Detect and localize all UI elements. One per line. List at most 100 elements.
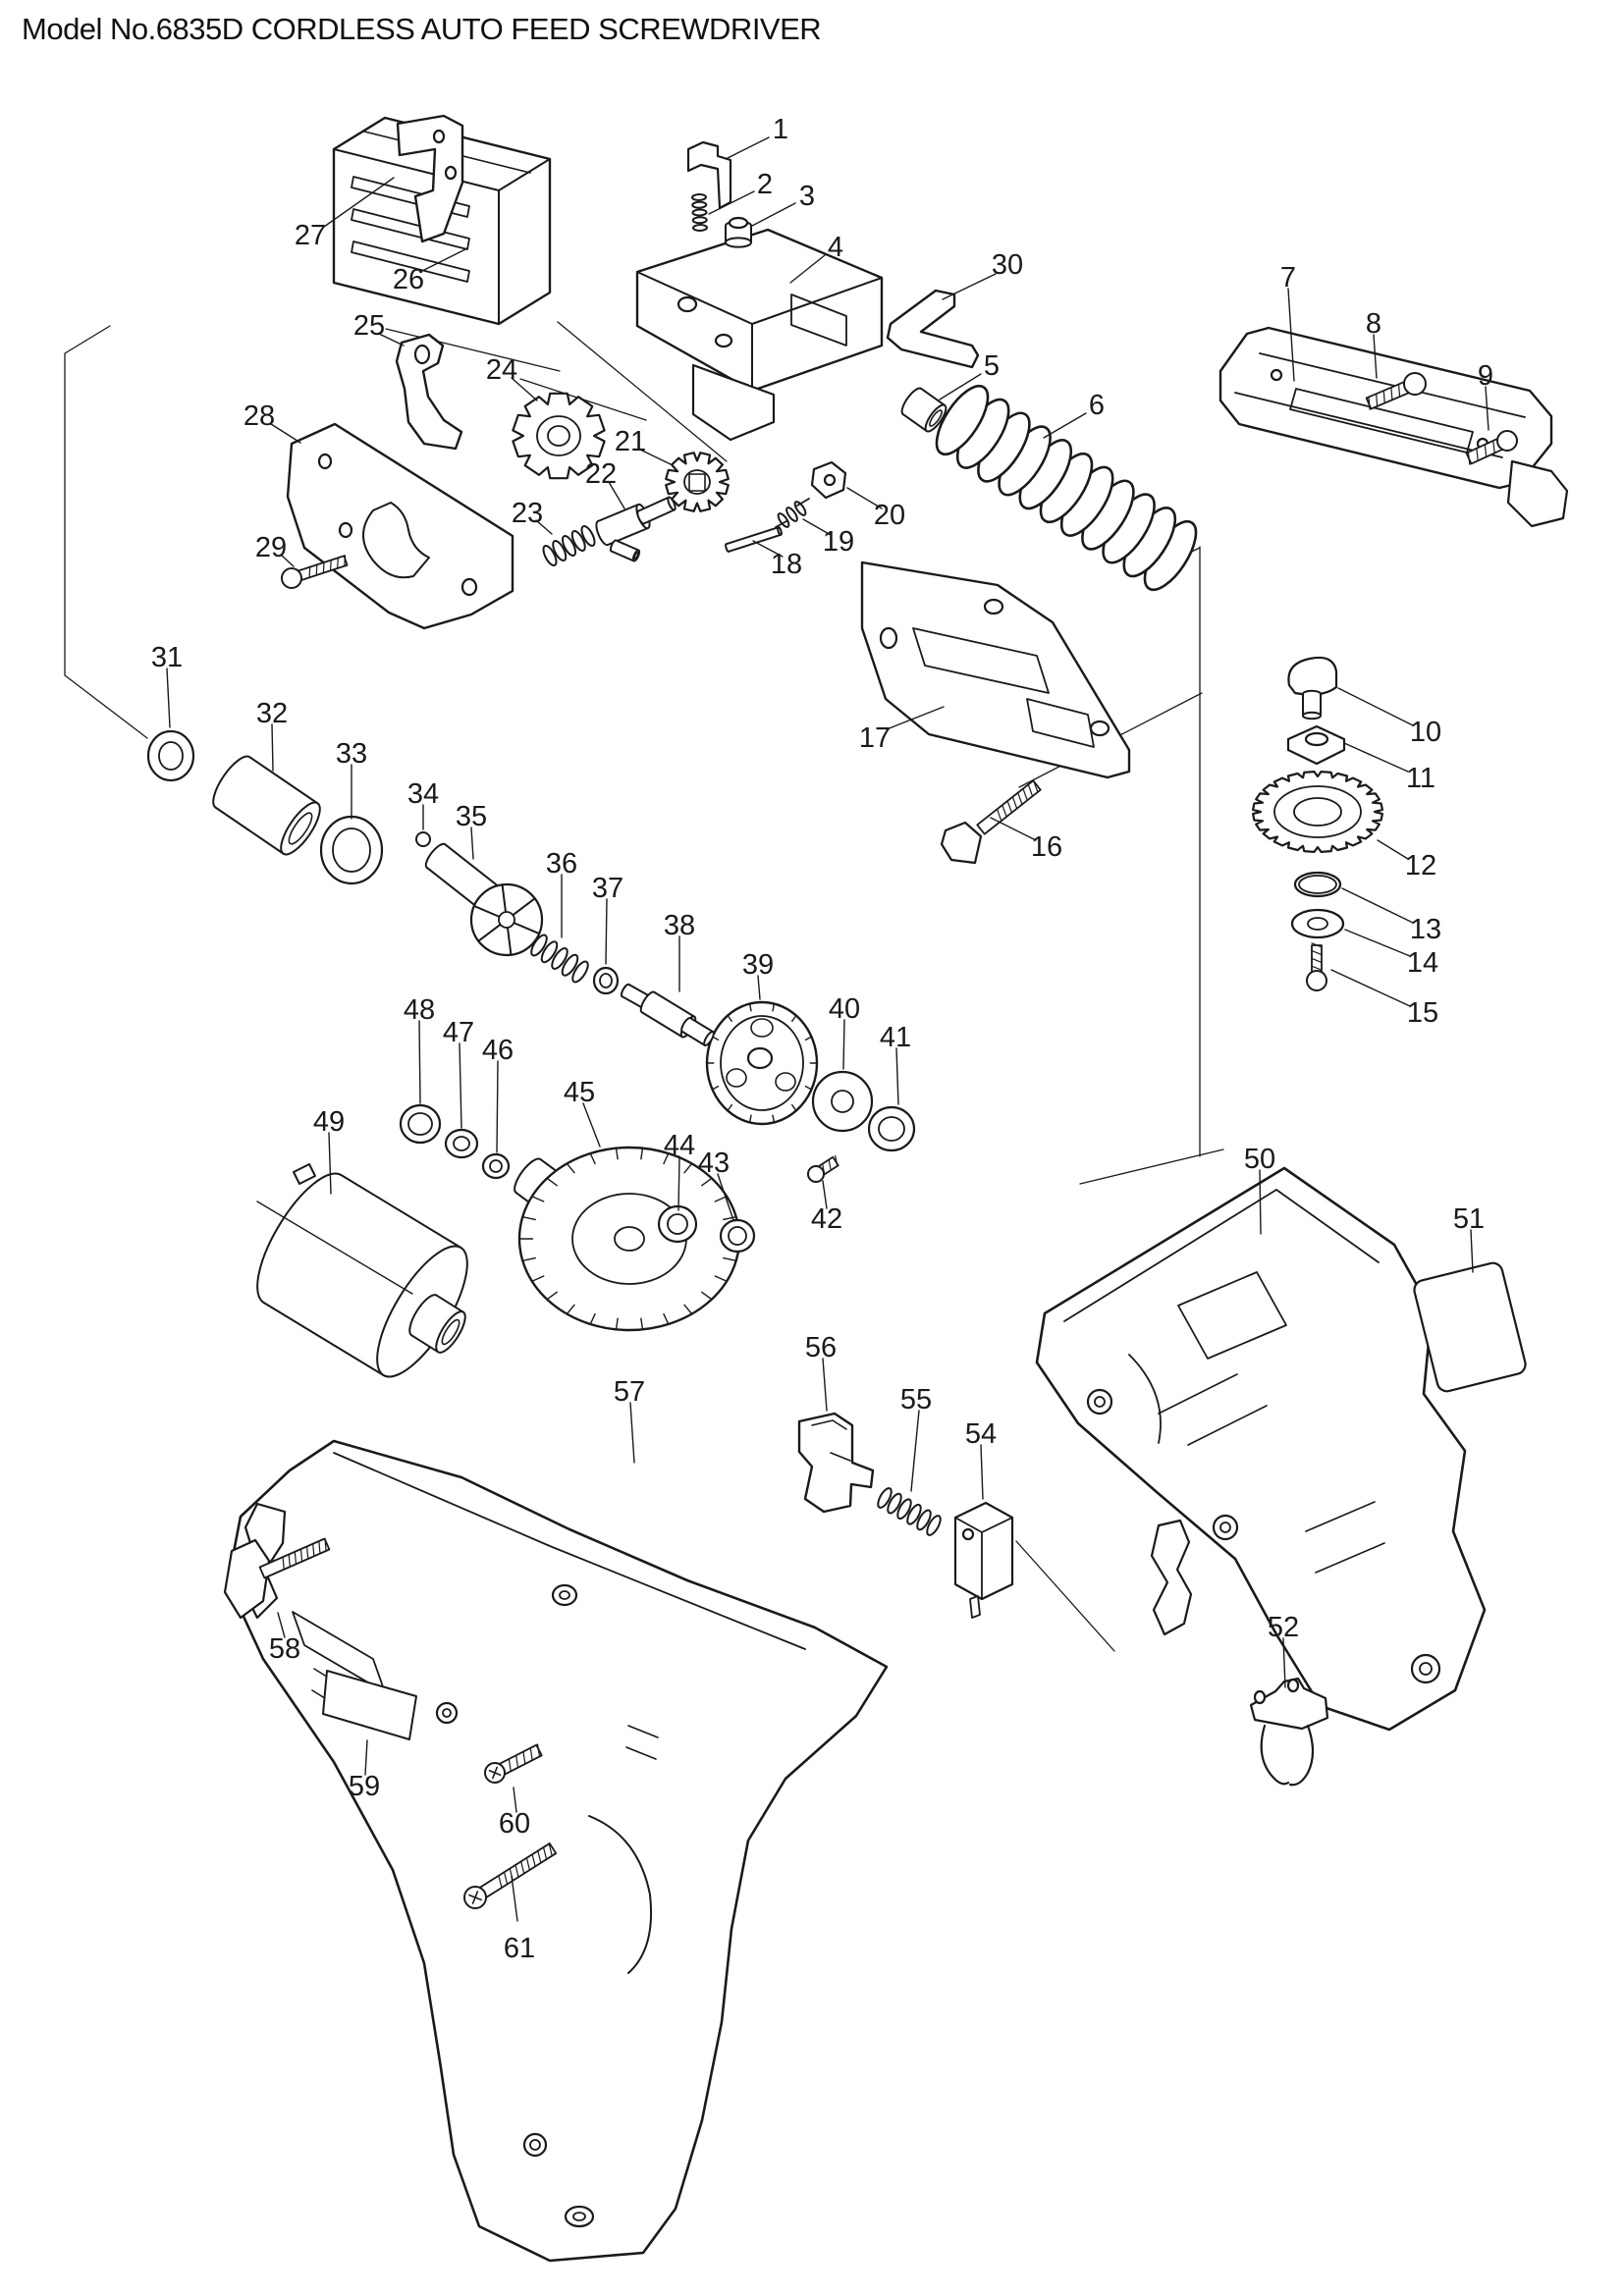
part-sketch-44 — [657, 1204, 698, 1244]
part-number: 46 — [482, 1035, 514, 1066]
part-sketch-33 — [319, 815, 384, 885]
part-sketch-50 — [1035, 1166, 1487, 1732]
part-number: 43 — [698, 1148, 730, 1179]
part-sketch-41 — [867, 1105, 916, 1152]
part-sketch-23 — [542, 524, 596, 567]
part-sketch-39 — [705, 1000, 819, 1126]
part-number: 60 — [499, 1808, 530, 1840]
part-label-29: 29 — [255, 532, 295, 567]
part-sketch-20 — [810, 460, 847, 500]
part-number: 48 — [404, 994, 435, 1026]
part-number: 19 — [823, 526, 854, 558]
part-number: 30 — [992, 249, 1023, 281]
part-label-57: 57 — [614, 1376, 645, 1464]
part-number: 8 — [1366, 308, 1381, 340]
part-number: 47 — [443, 1017, 474, 1048]
part-sketch-49 — [256, 1163, 468, 1378]
part-sketch-58 — [223, 1537, 331, 1620]
part-number: 11 — [1406, 763, 1435, 794]
part-label-41: 41 — [880, 1022, 911, 1105]
part-sketch-2 — [691, 193, 708, 232]
part-label-5: 5 — [939, 350, 1000, 400]
part-sketch-10 — [1287, 656, 1338, 721]
part-label-16: 16 — [990, 817, 1062, 863]
part-sketch-46 — [481, 1152, 511, 1180]
part-label-21: 21 — [615, 426, 672, 465]
part-label-20: 20 — [846, 487, 905, 531]
part-label-45: 45 — [564, 1077, 601, 1148]
part-label-31: 31 — [151, 642, 183, 728]
part-label-8: 8 — [1366, 308, 1381, 379]
part-label-13: 13 — [1341, 887, 1441, 945]
part-number: 37 — [592, 873, 623, 904]
part-label-51: 51 — [1453, 1203, 1485, 1273]
part-sketch-16 — [940, 779, 1042, 865]
part-sketch-38 — [620, 983, 715, 1046]
part-sketch-19 — [775, 498, 810, 528]
part-sketch-37 — [592, 966, 620, 995]
part-sketch-21 — [665, 452, 730, 512]
part-number: 5 — [984, 350, 1000, 382]
part-label-2: 2 — [708, 169, 773, 215]
part-number: 15 — [1407, 997, 1438, 1029]
part-number: 59 — [349, 1771, 380, 1802]
part-number: 56 — [805, 1332, 837, 1363]
part-label-61: 61 — [504, 1875, 535, 1964]
part-sketch-15 — [1306, 942, 1327, 991]
part-number: 2 — [757, 169, 773, 200]
part-number: 29 — [255, 532, 287, 563]
part-sketch-11 — [1286, 724, 1346, 766]
part-number: 51 — [1453, 1203, 1485, 1235]
part-sketch-misc — [1150, 1519, 1193, 1636]
part-label-33: 33 — [336, 738, 367, 820]
part-sketch-18 — [725, 526, 783, 553]
part-sketch-31 — [146, 729, 195, 782]
part-label-25: 25 — [353, 310, 405, 347]
part-number: 28 — [244, 400, 275, 432]
part-number: 52 — [1268, 1612, 1299, 1643]
part-number: 38 — [664, 910, 695, 941]
part-sketch-22 — [595, 496, 677, 562]
part-number: 41 — [880, 1022, 911, 1053]
part-number: 4 — [828, 232, 843, 263]
part-sketch-29 — [281, 555, 349, 589]
part-sketch-36 — [530, 934, 589, 984]
part-sketch-51 — [1413, 1261, 1527, 1393]
part-label-4: 4 — [789, 232, 843, 284]
part-label-48: 48 — [404, 994, 435, 1104]
part-label-46: 46 — [482, 1035, 514, 1153]
part-number: 16 — [1031, 831, 1062, 863]
part-sketch-30 — [886, 289, 980, 369]
part-label-34: 34 — [407, 778, 439, 830]
part-sketch-25 — [395, 333, 463, 451]
part-sketch-42 — [807, 1154, 839, 1183]
diagram-title: Model No.6835D CORDLESS AUTO FEED SCREWD… — [22, 12, 822, 46]
part-number: 6 — [1089, 390, 1105, 421]
part-label-27: 27 — [295, 177, 395, 251]
part-number: 58 — [269, 1633, 300, 1665]
part-sketch-48 — [399, 1103, 442, 1145]
part-sketch-34 — [415, 831, 431, 847]
part-label-9: 9 — [1478, 360, 1493, 431]
part-sketch-57 — [226, 1439, 889, 2263]
part-number: 21 — [615, 426, 646, 457]
part-label-40: 40 — [829, 993, 860, 1070]
part-label-52: 52 — [1268, 1612, 1299, 1688]
part-label-26: 26 — [393, 247, 468, 295]
part-sketch-3 — [725, 216, 752, 248]
part-label-43: 43 — [698, 1148, 734, 1221]
part-sketch-52 — [1249, 1677, 1329, 1787]
part-number: 40 — [829, 993, 860, 1025]
part-label-47: 47 — [443, 1017, 474, 1129]
part-number: 23 — [512, 498, 543, 529]
part-number: 34 — [407, 778, 439, 810]
part-number: 50 — [1244, 1144, 1275, 1175]
part-sketch-59 — [322, 1670, 417, 1740]
part-number: 44 — [664, 1130, 695, 1161]
part-sketch-14 — [1290, 908, 1345, 939]
part-label-36: 36 — [546, 848, 577, 938]
part-label-17: 17 — [859, 706, 945, 754]
part-number: 54 — [965, 1418, 997, 1450]
part-number: 1 — [773, 114, 788, 145]
